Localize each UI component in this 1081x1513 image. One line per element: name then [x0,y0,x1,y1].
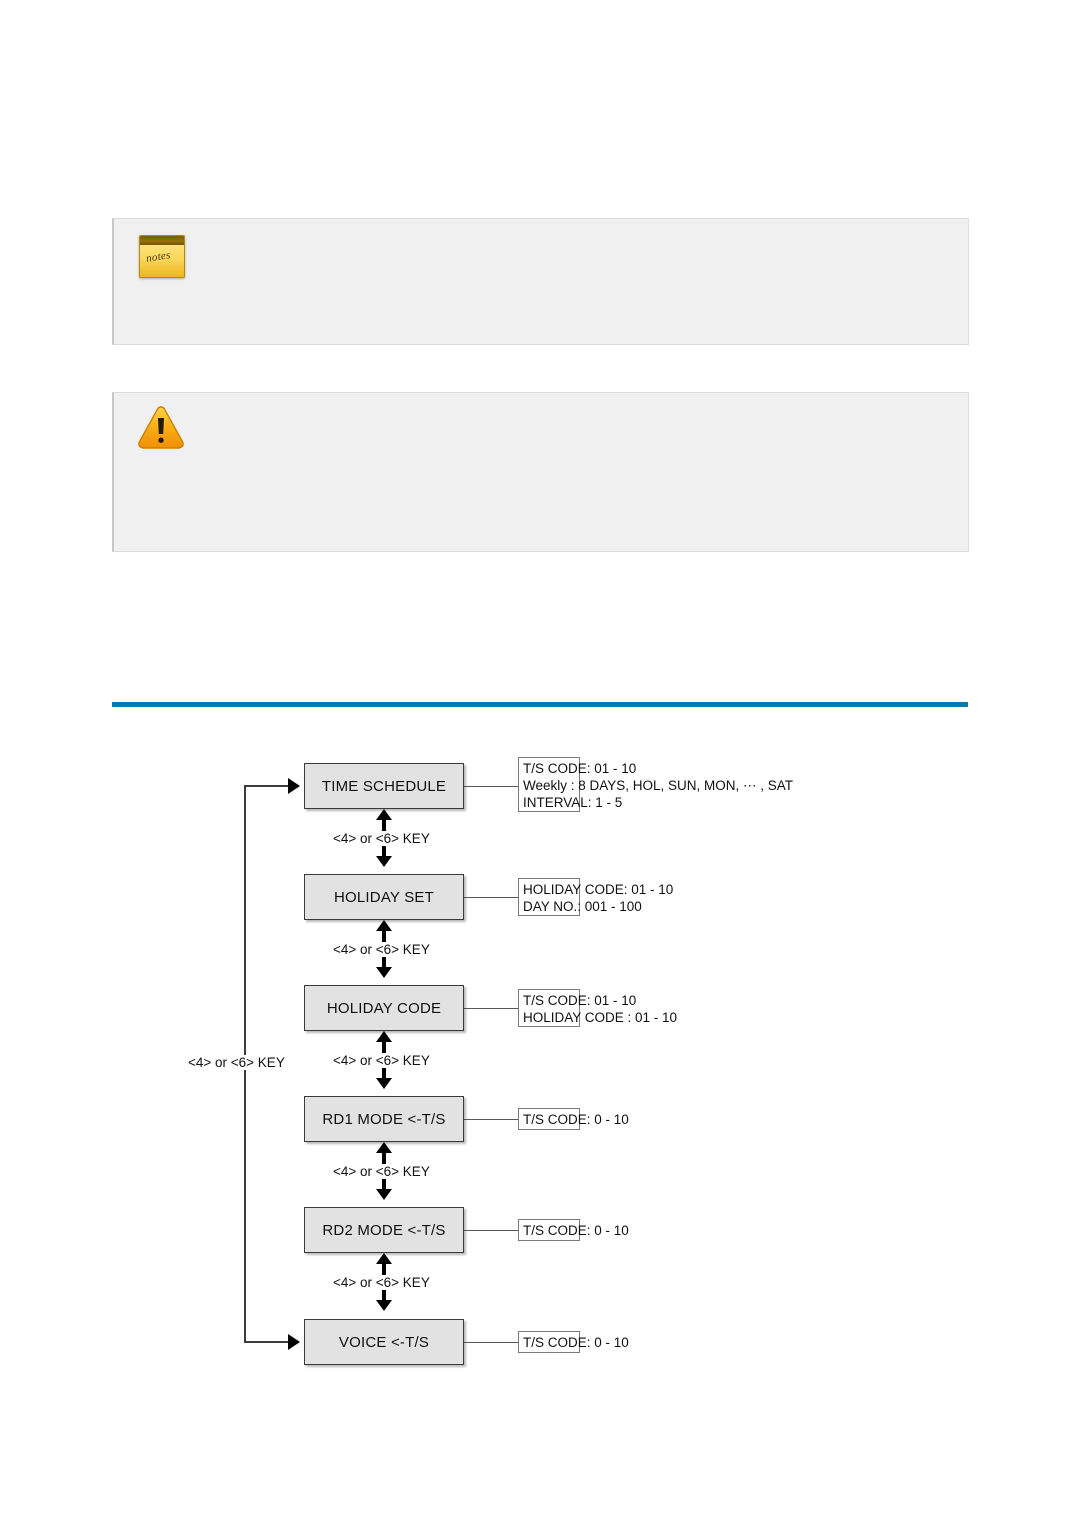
edge-arrowhead-down [376,856,392,867]
edge-arrowhead-up [376,1031,392,1042]
node-label: HOLIDAY SET [333,888,434,906]
edge-arrowhead-up [376,920,392,931]
edge-arrowhead-up [376,1142,392,1153]
node-label: TIME SCHEDULE [321,777,447,795]
annotation-line: INTERVAL: 1 - 5 [523,795,623,810]
edge-arrowhead-down [376,1189,392,1200]
node-holiday-code[interactable]: HOLIDAY CODE [304,985,464,1031]
annotation-line: DAY NO.: 001 - 100 [523,899,642,914]
node-label: RD2 MODE <-T/S [322,1221,446,1239]
leader-line-voice [464,1342,518,1343]
node-rd2-mode[interactable]: RD2 MODE <-T/S [304,1207,464,1253]
menu-flow-diagram: <4> or <6> KEY TIME SCHEDULE T/S CODE: 0… [0,735,1081,1385]
edge-key-label: <4> or <6> KEY [330,1275,433,1290]
node-label: RD1 MODE <-T/S [322,1110,446,1128]
leader-line-rd1-mode [464,1119,518,1120]
loop-line-bottom [244,1341,288,1343]
node-label: HOLIDAY CODE [326,999,442,1017]
edge-arrowhead-up [376,809,392,820]
warning-triangle-icon [132,401,190,455]
edge-arrowhead-down [376,1078,392,1089]
loop-arrowhead-bottom [288,1334,300,1350]
node-holiday-set[interactable]: HOLIDAY SET [304,874,464,920]
annotation-holiday-set: HOLIDAY CODE: 01 - 10 DAY NO.: 001 - 100 [518,878,674,916]
leader-line-holiday-code [464,1008,518,1009]
annotation-time-schedule: T/S CODE: 01 - 10 Weekly : 8 DAYS, HOL, … [518,757,794,812]
edge-arrowhead-down [376,1300,392,1311]
annotation-line: T/S CODE: 0 - 10 [523,1335,629,1350]
notes-icon-binding [140,236,184,245]
notes-icon: notes [135,231,187,279]
leader-line-holiday-set [464,897,518,898]
edge-arrowhead-up [376,1253,392,1264]
node-voice[interactable]: VOICE <-T/S [304,1319,464,1365]
notes-icon-word: notes [145,249,172,265]
edge-key-label: <4> or <6> KEY [330,942,433,957]
loop-line-top [244,785,288,787]
edge-key-label: <4> or <6> KEY [330,831,433,846]
annotation-line: T/S CODE: 01 - 10 [523,761,637,776]
annotation-line: HOLIDAY CODE: 01 - 10 [523,882,674,897]
annotation-line: T/S CODE: 0 - 10 [523,1223,629,1238]
notes-callout: notes [112,218,969,345]
leader-line-rd2-mode [464,1230,518,1231]
edge-key-label: <4> or <6> KEY [330,1053,433,1068]
annotation-line: T/S CODE: 0 - 10 [523,1112,629,1127]
warning-callout [112,392,969,552]
annotation-holiday-code: T/S CODE: 01 - 10 HOLIDAY CODE : 01 - 10 [518,989,678,1027]
node-time-schedule[interactable]: TIME SCHEDULE [304,763,464,809]
loop-arrowhead-top [288,778,300,794]
annotation-line: Weekly : 8 DAYS, HOL, SUN, MON, ⋯ , SAT [523,778,794,793]
leader-line-time-schedule [464,786,518,787]
annotation-line: T/S CODE: 01 - 10 [523,993,637,1008]
section-divider-rule [112,702,968,707]
annotation-voice: T/S CODE: 0 - 10 [518,1331,629,1353]
loop-key-label: <4> or <6> KEY [185,1055,288,1070]
edge-arrowhead-down [376,967,392,978]
annotation-line: HOLIDAY CODE : 01 - 10 [523,1010,678,1025]
notes-icon-pad: notes [139,235,185,278]
node-rd1-mode[interactable]: RD1 MODE <-T/S [304,1096,464,1142]
edge-key-label: <4> or <6> KEY [330,1164,433,1179]
node-label: VOICE <-T/S [338,1333,430,1351]
annotation-rd1-mode: T/S CODE: 0 - 10 [518,1108,629,1130]
annotation-rd2-mode: T/S CODE: 0 - 10 [518,1219,629,1241]
